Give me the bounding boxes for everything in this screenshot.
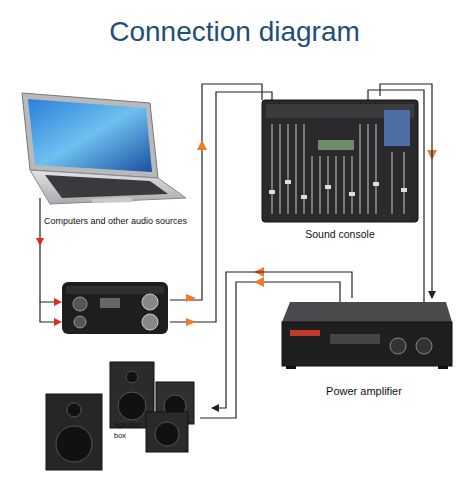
device-label: Sound console <box>258 228 422 242</box>
speaker-illustration <box>46 362 194 470</box>
signal-connector <box>212 272 352 408</box>
amplifier-illustration <box>282 302 452 369</box>
di-box-illustration <box>62 282 168 334</box>
console-illustration <box>262 100 418 222</box>
console-device: Sound console <box>258 96 422 246</box>
device-label: Computers and other audio sources <box>44 215 190 227</box>
device-label: Speaker box <box>114 420 148 441</box>
laptop-illustration <box>22 93 186 204</box>
speaker-device: Speaker box <box>40 356 212 472</box>
signal-connector <box>380 84 432 298</box>
amplifier-device: Power amplifier <box>276 298 452 402</box>
device-label: Power amplifier <box>276 384 452 398</box>
signal-wire <box>40 84 424 418</box>
diagram-title: Connection diagram <box>0 16 469 48</box>
source-device: Computers and other audio sources <box>12 88 192 230</box>
signal-arrow <box>36 140 437 326</box>
